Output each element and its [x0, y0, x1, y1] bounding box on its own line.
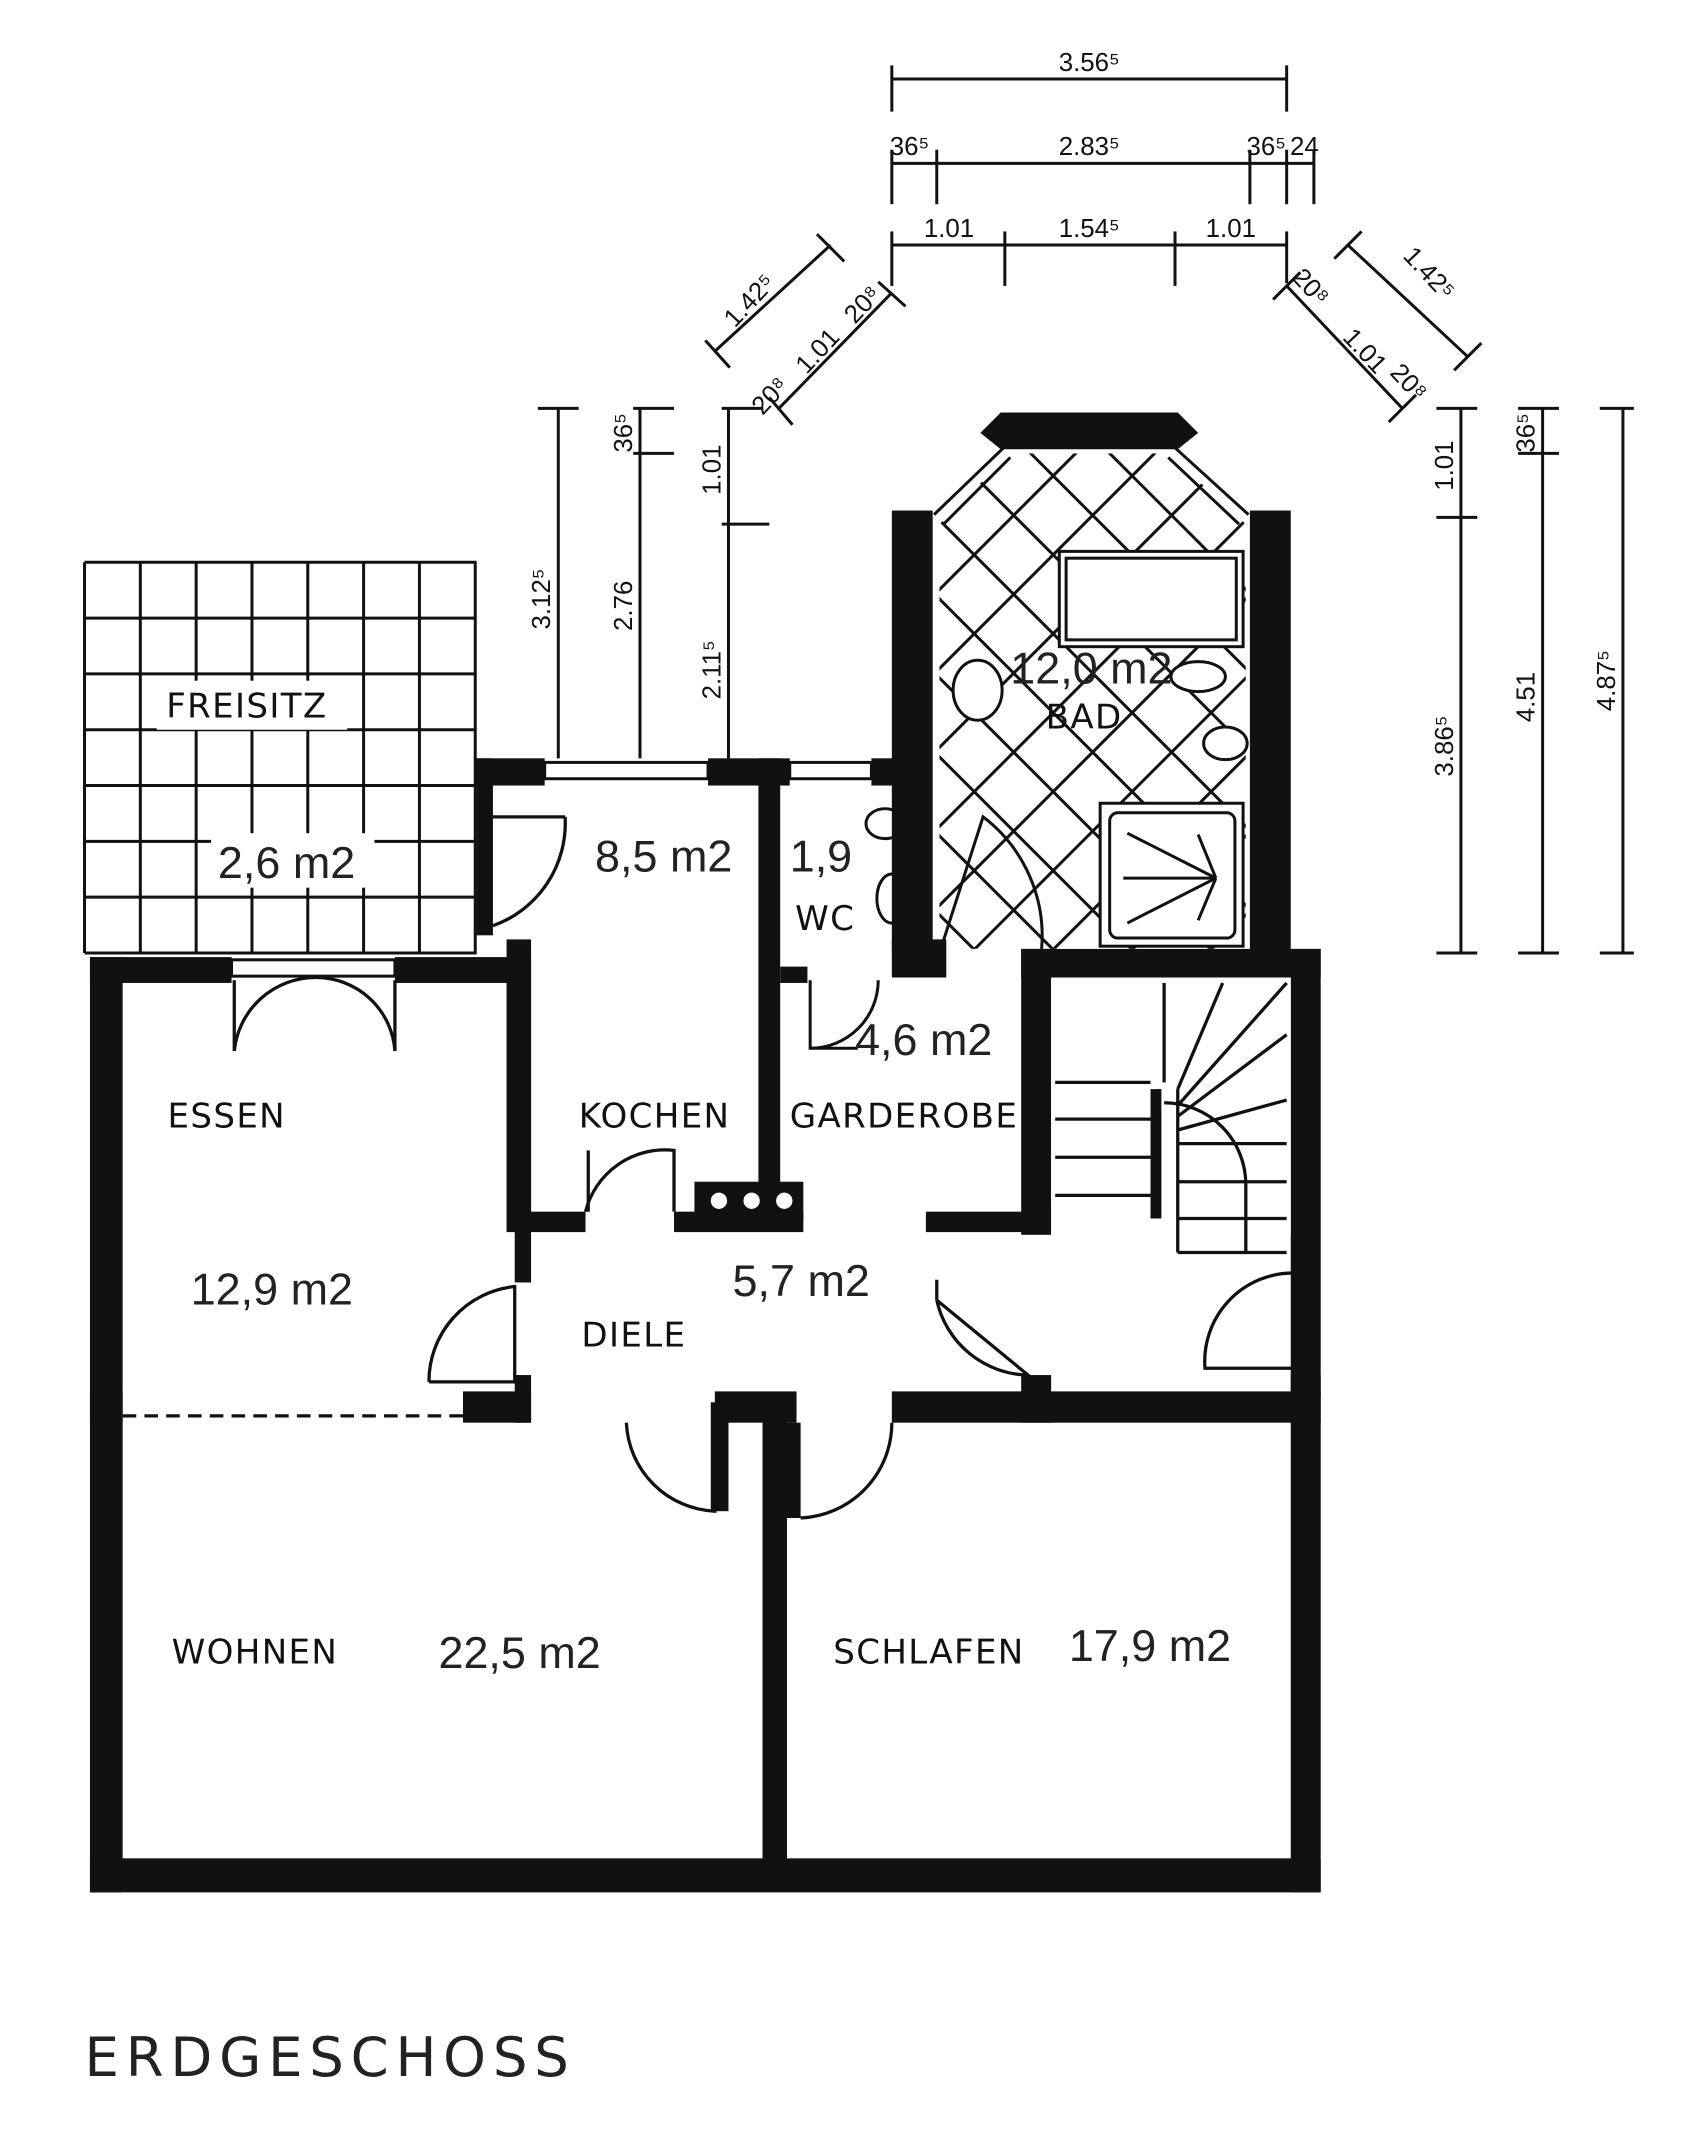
dim-label: 1.01: [1431, 440, 1459, 490]
room-name-bad: BAD: [1046, 697, 1123, 737]
floor-title: ERDGESCHOSS: [85, 2025, 576, 2089]
dim-label: 1.54⁵: [1059, 215, 1120, 243]
tile-line: [939, 453, 1246, 949]
windows: [91, 445, 1319, 1883]
room-name-schlafen: SCHLAFEN: [833, 1633, 1024, 1673]
room-area-freisitz: 2,6 m2: [218, 837, 355, 888]
tile-line: [939, 453, 1178, 949]
dim-label: 4.51: [1512, 672, 1540, 722]
room-area-schlafen: 17,9 m2: [1069, 1620, 1231, 1671]
dim-label: 1.01: [924, 215, 974, 243]
room-name-wc: WC: [795, 899, 855, 939]
tile-line: [939, 453, 1081, 949]
doors: [122, 815, 1294, 1520]
dim-label: 3.12⁵: [528, 568, 556, 629]
bathtub: [1057, 549, 1245, 649]
tile-line: [939, 453, 1246, 949]
dim-label: 1.01: [1206, 215, 1256, 243]
room-area-wc: 1,9: [790, 830, 852, 881]
room-name-essen: ESSEN: [168, 1096, 286, 1136]
dim-label: 36⁵: [610, 413, 638, 452]
room-area-wohnen: 22,5 m2: [438, 1627, 600, 1678]
tile-line: [939, 453, 1246, 949]
dim-label: 4.87⁵: [1593, 650, 1621, 711]
room-name-garderobe: GARDEROBE: [790, 1096, 1018, 1136]
bath-tile-pattern: [939, 453, 1246, 949]
tile-line: [939, 453, 1099, 949]
shower-tray: [1098, 801, 1245, 948]
dim-label: 2.83⁵: [1059, 133, 1120, 161]
washbasin: [951, 658, 1004, 722]
room-area-kochen: 8,5 m2: [595, 830, 732, 881]
room-area-bad: 12,0 m2: [1010, 642, 1172, 693]
tile-line: [1104, 453, 1246, 949]
room-area-diele: 5,7 m2: [733, 1255, 870, 1306]
dimension-labels: 3.56⁵ 36⁵ 2.83⁵ 36⁵ 24 1.01 1.54⁵ 1.01 1…: [528, 49, 1621, 777]
room-labels: FREISITZ 2,6 m2 8,5 m2 1,9 WC 12,0 m2 BA…: [156, 642, 1231, 1678]
dim-label: 1.01: [698, 445, 726, 495]
room-name-freisitz: FREISITZ: [166, 686, 327, 726]
dim-label: 36⁵: [1512, 413, 1540, 452]
wc-fixtures: [808, 807, 909, 1050]
tile-line: [939, 453, 1239, 949]
tile-line: [939, 453, 1246, 949]
dim-label: 2.76: [610, 581, 638, 631]
tile-line: [946, 453, 1246, 949]
room-area-garderobe: 4,6 m2: [855, 1014, 992, 1065]
dim-top-total: 3.56⁵: [1059, 49, 1120, 77]
dim-label: 24: [1290, 133, 1319, 161]
room-area-essen: 12,9 m2: [191, 1263, 353, 1314]
dimension-lines: [537, 65, 1634, 955]
tile-line: [939, 453, 1160, 949]
walls: [89, 412, 1321, 1893]
staircase: [1051, 977, 1291, 1255]
dim-label: 2.11⁵: [698, 640, 726, 699]
stove: [694, 1181, 804, 1219]
dim-label: 36⁵: [890, 133, 929, 161]
room-name-kochen: KOCHEN: [579, 1096, 731, 1136]
dim-label: 36⁵: [1246, 133, 1285, 161]
tile-line: [1025, 453, 1246, 949]
bath-fixtures: [938, 549, 1249, 954]
dim-label: 3.86⁵: [1431, 716, 1459, 777]
room-name-diele: DIELE: [581, 1315, 686, 1355]
room-name-wohnen: WOHNEN: [172, 1633, 339, 1673]
